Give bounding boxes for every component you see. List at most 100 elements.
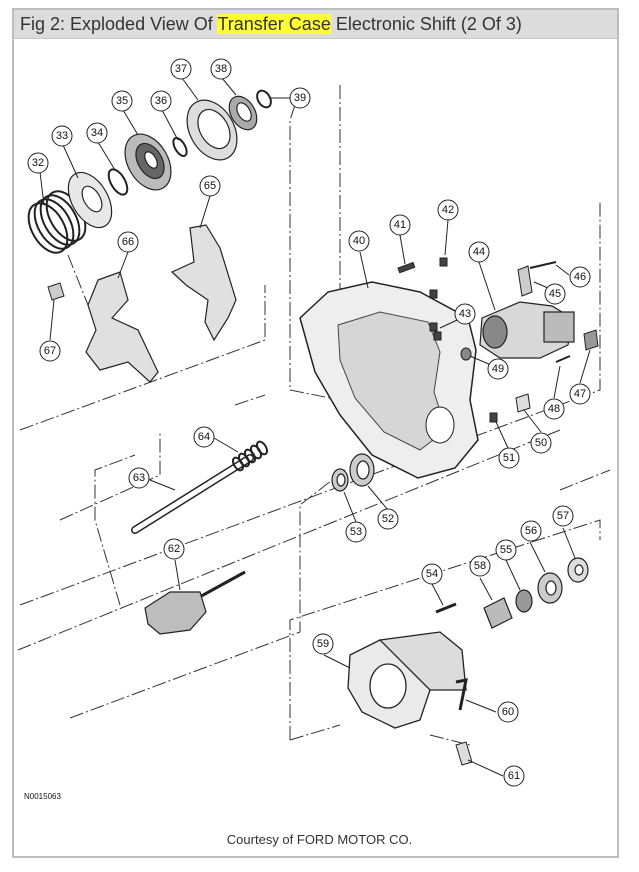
bolt-54 (435, 602, 457, 614)
breather-60 (455, 678, 468, 711)
spring-part (27, 190, 87, 254)
svg-text:32: 32 (32, 157, 44, 169)
bracket-part (517, 265, 533, 297)
svg-text:64: 64 (198, 431, 210, 443)
callout-57: 57 (552, 505, 574, 527)
callout-49: 49 (487, 358, 509, 380)
svg-text:62: 62 (168, 543, 180, 555)
callout-34: 34 (86, 122, 108, 144)
callout-46: 46 (569, 266, 591, 288)
callout-67: 67 (39, 340, 61, 362)
leader-lines (39, 77, 591, 777)
retaining-ring-part (172, 136, 188, 158)
svg-text:57: 57 (557, 510, 569, 522)
svg-text:40: 40 (353, 235, 365, 247)
svg-text:44: 44 (473, 246, 485, 258)
callout-39: 39 (289, 87, 311, 109)
callout-59: 59 (312, 633, 334, 655)
bolt-46 (529, 261, 557, 269)
callout-43: 43 (454, 303, 476, 325)
assembly-guide-lines (17, 85, 611, 746)
shift-fork-part (85, 271, 159, 383)
fork-pad-part (47, 282, 65, 301)
drawing-code: N0015063 (24, 792, 61, 801)
callout-52: 52 (377, 508, 399, 530)
seal-49 (460, 347, 472, 361)
callout-48: 48 (543, 398, 565, 420)
callout-60: 60 (497, 701, 519, 723)
svg-text:55: 55 (500, 544, 512, 556)
callout-51: 51 (498, 447, 520, 469)
callout-32: 32 (27, 152, 49, 174)
svg-text:37: 37 (175, 63, 187, 75)
callout-45: 45 (544, 283, 566, 305)
svg-text:36: 36 (155, 95, 167, 107)
vent-61 (455, 741, 473, 766)
figure-frame: Fig 2: Exploded View Of Transfer Case El… (12, 8, 619, 858)
svg-text:41: 41 (394, 219, 406, 231)
figure-title: Fig 2: Exploded View Of Transfer Case El… (20, 14, 522, 35)
svg-text:65: 65 (204, 180, 216, 192)
callout-44: 44 (468, 241, 490, 263)
shift-motor-part (479, 301, 575, 359)
callout-33: 33 (51, 125, 73, 147)
seal-part (331, 453, 375, 492)
oil-seal-ring-part (256, 89, 272, 109)
shift-fork-upper-part (170, 224, 237, 342)
title-prefix: Fig 2: Exploded View Of (20, 14, 218, 34)
callout-66: 66 (117, 231, 139, 253)
svg-text:59: 59 (317, 638, 329, 650)
svg-text:67: 67 (44, 345, 56, 357)
svg-text:43: 43 (459, 308, 471, 320)
callout-36: 36 (150, 90, 172, 112)
clutch-gear-part (124, 133, 172, 191)
svg-text:42: 42 (442, 204, 454, 216)
shift-cam-part (144, 591, 207, 635)
svg-text:34: 34 (91, 127, 103, 139)
title-highlight: Transfer Case (217, 14, 331, 34)
title-suffix: Electronic Shift (2 Of 3) (330, 14, 522, 34)
svg-text:54: 54 (426, 568, 438, 580)
svg-text:35: 35 (116, 95, 128, 107)
callout-58: 58 (469, 555, 491, 577)
svg-text:46: 46 (574, 271, 586, 283)
pressure-plate-part (67, 171, 113, 229)
svg-text:51: 51 (503, 452, 515, 464)
svg-text:52: 52 (382, 513, 394, 525)
figure-credit: Courtesy of FORD MOTOR CO. (226, 832, 413, 847)
connector-47 (583, 329, 599, 351)
svg-text:60: 60 (502, 706, 514, 718)
title-bar: Fig 2: Exploded View Of Transfer Case El… (14, 10, 617, 39)
callout-42: 42 (437, 199, 459, 221)
snap-ring-part (107, 168, 129, 196)
svg-text:33: 33 (56, 130, 68, 142)
callout-56: 56 (520, 520, 542, 542)
svg-text:66: 66 (122, 236, 134, 248)
callout-62: 62 (163, 538, 185, 560)
callout-55: 55 (495, 539, 517, 561)
callout-47: 47 (569, 383, 591, 405)
callout-64: 64 (193, 426, 215, 448)
fasteners (397, 257, 498, 423)
callout-37: 37 (170, 58, 192, 80)
svg-text:48: 48 (548, 403, 560, 415)
bearing-part (228, 95, 258, 131)
svg-text:49: 49 (492, 363, 504, 375)
callout-40: 40 (348, 230, 370, 252)
svg-text:61: 61 (508, 770, 520, 782)
svg-text:45: 45 (549, 288, 561, 300)
bushing-part (483, 557, 589, 629)
svg-text:58: 58 (474, 560, 486, 572)
callout-35: 35 (111, 90, 133, 112)
svg-text:56: 56 (525, 525, 537, 537)
callout-63: 63 (128, 467, 150, 489)
case-bore (425, 406, 455, 444)
svg-text:50: 50 (535, 437, 547, 449)
callout-38: 38 (210, 58, 232, 80)
svg-text:47: 47 (574, 388, 586, 400)
bearing-retainer-part (186, 99, 238, 161)
callout-41: 41 (389, 214, 411, 236)
rail-spring-part (231, 440, 269, 472)
callout-54: 54 (421, 563, 443, 585)
